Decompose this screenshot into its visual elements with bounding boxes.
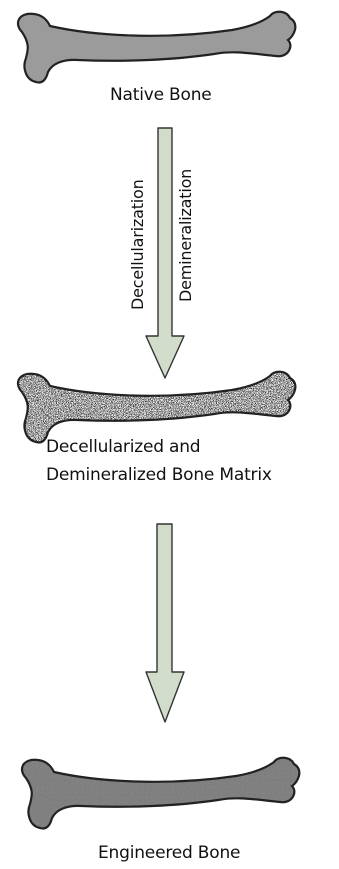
native-bone-label: Native Bone bbox=[110, 84, 212, 106]
engineered-bone-icon bbox=[22, 758, 299, 829]
down-arrow-2 bbox=[146, 524, 184, 722]
engineered-bone-label: Engineered Bone bbox=[98, 842, 240, 864]
matrix-bone-icon bbox=[18, 372, 295, 443]
demineralization-label: Demineralization bbox=[176, 169, 196, 302]
decellularization-label: Decellularization bbox=[128, 179, 148, 310]
matrix-label-line2: Demineralized Bone Matrix bbox=[46, 464, 272, 486]
native-bone-icon bbox=[18, 12, 295, 83]
matrix-label-line1: Decellularized and bbox=[46, 436, 200, 458]
